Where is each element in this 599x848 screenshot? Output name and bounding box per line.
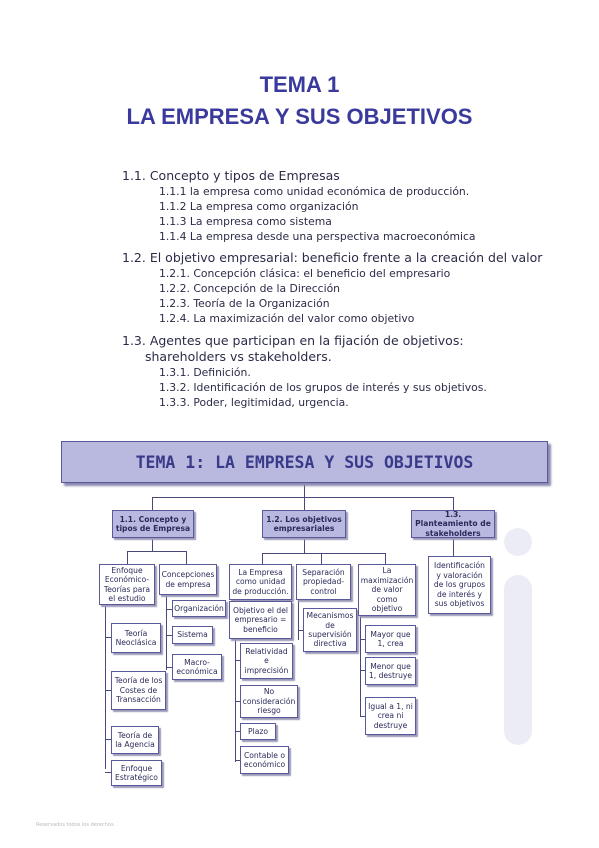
diagram-node: Mecanismos de supervisión directiva bbox=[303, 608, 357, 652]
footer-text: Reservados todos los derechos. bbox=[36, 822, 116, 828]
diagram-node: Separación propiedad-control bbox=[296, 564, 351, 600]
toc-item: 1.2. El objetivo empresarial: beneficio … bbox=[122, 250, 543, 265]
diagram-node: Mayor que 1, crea bbox=[365, 625, 416, 653]
diagram-node: Plazo bbox=[240, 723, 276, 740]
toc-subitem: 1.1.2 La empresa como organización bbox=[159, 200, 359, 213]
page-title-line2: LA EMPRESA Y SUS OBJETIVOS bbox=[126, 104, 473, 129]
diagram-node: Macro-económica bbox=[172, 654, 222, 680]
diagram-node: Enfoque Estratégico bbox=[111, 760, 162, 786]
toc-subitem: 1.1.4 La empresa desde una perspectiva m… bbox=[159, 230, 476, 243]
toc-item: shareholders vs stakeholders. bbox=[145, 349, 332, 364]
diagram-node: Igual a 1, ni crea ni destruye bbox=[365, 697, 416, 735]
diagram-head-concepto: 1.1. Concepto y tipos de Empresa bbox=[112, 510, 194, 538]
diagram-node: Contable o económico bbox=[240, 746, 289, 774]
logo-watermark bbox=[504, 528, 532, 745]
toc-subitem: 1.3.2. Identificación de los grupos de i… bbox=[159, 381, 487, 394]
diagram-node: Sistema bbox=[172, 626, 213, 644]
toc-item: 1.3. Agentes que participan en la fijaci… bbox=[122, 333, 464, 348]
diagram-node: Relatividad e imprecisión bbox=[240, 643, 293, 679]
toc-subitem: 1.2.1. Concepción clásica: el beneficio … bbox=[159, 267, 451, 280]
diagram-node: Identificación y valoración de los grupo… bbox=[428, 556, 491, 614]
page-title-line1: TEMA 1 bbox=[259, 72, 340, 97]
diagram-node: Enfoque Económico-Teorías para el estudi… bbox=[99, 564, 155, 605]
toc-subitem: 1.2.3. Teoría de la Organización bbox=[159, 297, 330, 310]
toc-subitem: 1.2.4. La maximización del valor como ob… bbox=[159, 312, 415, 325]
toc-subitem: 1.3.1. Definición. bbox=[159, 366, 251, 379]
toc-subitem: 1.1.1 la empresa como unidad económica d… bbox=[159, 185, 470, 198]
diagram-banner: TEMA 1: LA EMPRESA Y SUS OBJETIVOS bbox=[61, 441, 548, 483]
diagram-node: Menor que 1, destruye bbox=[365, 657, 416, 685]
toc-subitem: 1.2.2. Concepción de la Dirección bbox=[159, 282, 341, 295]
diagram-head-objetivos: 1.2. Los objetivos empresariales bbox=[262, 510, 346, 538]
diagram-node: Teoría de los Costes de Transacción bbox=[111, 671, 166, 710]
diagram-node: La Empresa como unidad de producción. bbox=[229, 564, 292, 600]
diagram-node: No consideración riesgo bbox=[240, 685, 298, 718]
diagram-node: Teoría de la Agencia bbox=[111, 726, 159, 754]
toc-subitem: 1.1.3 La empresa como sistema bbox=[159, 215, 332, 228]
diagram-node: La maximización de valor como objetivo bbox=[358, 564, 416, 616]
diagram-node: Concepciones de empresa bbox=[159, 564, 217, 595]
diagram-node: Teoría Neoclásica bbox=[111, 623, 161, 653]
diagram-node: Objetivo el del empresario = beneficio bbox=[229, 601, 292, 639]
toc-item: 1.1. Concepto y tipos de Empresas bbox=[122, 168, 340, 183]
diagram-node: Organización bbox=[172, 600, 226, 617]
diagram-head-stakeholders: 1.3. Planteamiento de stakeholders bbox=[411, 510, 495, 538]
toc-subitem: 1.3.3. Poder, legitimidad, urgencia. bbox=[159, 396, 349, 409]
